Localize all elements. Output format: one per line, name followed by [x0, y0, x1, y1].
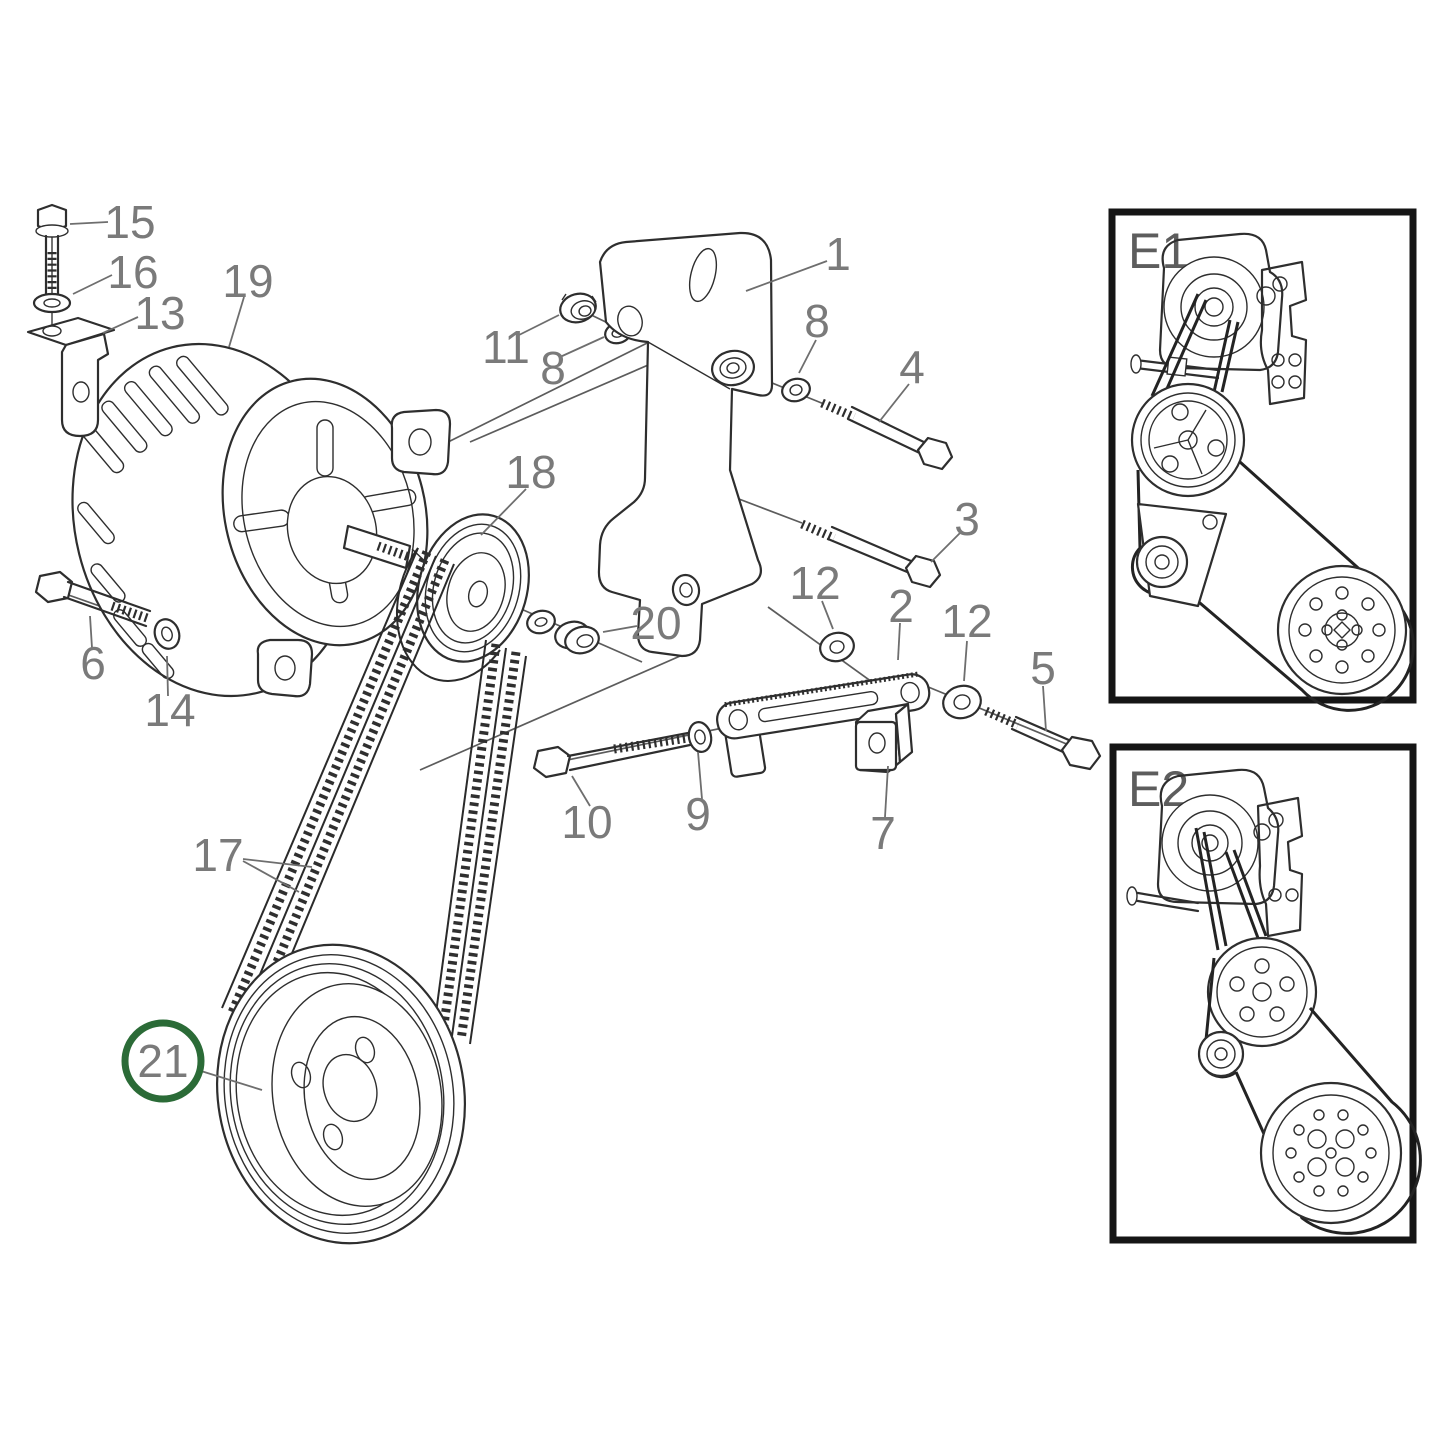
inset-e1-label: E1: [1128, 223, 1189, 279]
washer-14: [153, 618, 181, 650]
callout-18: 18: [505, 446, 556, 498]
bracket-13: [26, 316, 116, 438]
callout-9: 9: [685, 788, 711, 840]
alternator-pulley-18: [416, 513, 530, 663]
alternator-top-lug: [390, 408, 452, 476]
callout-leaders: [69, 221, 1047, 1091]
callout-12a: 12: [789, 557, 840, 609]
v-belt-17: [221, 547, 527, 1045]
inset-e1: E1: [1108, 208, 1417, 712]
mounting-bracket-1: [597, 231, 774, 658]
washer-9: [687, 721, 713, 753]
adjusting-bar-2: [716, 671, 931, 778]
callout-11: 11: [482, 321, 530, 373]
callout-20: 20: [630, 597, 681, 649]
callout-8a: 8: [540, 342, 566, 394]
callout-10: 10: [561, 796, 612, 848]
callout-21: 21: [137, 1035, 188, 1087]
highlighted-callout-21: 21: [121, 1019, 205, 1103]
alternator-rear-vents: [77, 355, 229, 680]
washer-12-right: [942, 684, 982, 720]
inset-e2: E2: [1109, 743, 1422, 1244]
nut-11: [559, 292, 597, 324]
callout-3: 3: [954, 493, 980, 545]
callout-4: 4: [899, 341, 925, 393]
washer-16: [32, 292, 72, 314]
callout-7: 7: [870, 807, 896, 859]
callout-6: 6: [80, 637, 106, 689]
callout-8b: 8: [804, 295, 830, 347]
washer-8-lower: [781, 377, 811, 403]
callout-12b: 12: [941, 595, 992, 647]
spacer-block-7: [854, 702, 914, 774]
bolt-10: [532, 731, 692, 779]
bolt-4: [820, 398, 954, 471]
callout-13: 13: [134, 287, 185, 339]
callout-19: 19: [222, 255, 273, 307]
washer-12-left: [819, 631, 855, 663]
bolt-15: [35, 203, 69, 296]
alternator-bottom-lug: [256, 638, 314, 698]
callout-labels: 15 16 13 19 11 8 1 8 4 3 18 20 12 2 12 5…: [80, 196, 1056, 881]
washer-nut-20: [526, 609, 600, 655]
bolt-5: [984, 706, 1102, 771]
highlight-circle: [121, 1019, 205, 1103]
callout-1: 1: [825, 228, 851, 280]
callout-5: 5: [1030, 642, 1056, 694]
callout-16: 16: [107, 246, 158, 298]
callout-17: 17: [192, 829, 243, 881]
crankshaft-pulley-21: [215, 943, 467, 1245]
bolt-3: [800, 519, 942, 589]
callout-14: 14: [144, 684, 195, 736]
bolt-6: [34, 570, 152, 628]
callout-2: 2: [888, 580, 914, 632]
callout-15: 15: [104, 196, 155, 248]
